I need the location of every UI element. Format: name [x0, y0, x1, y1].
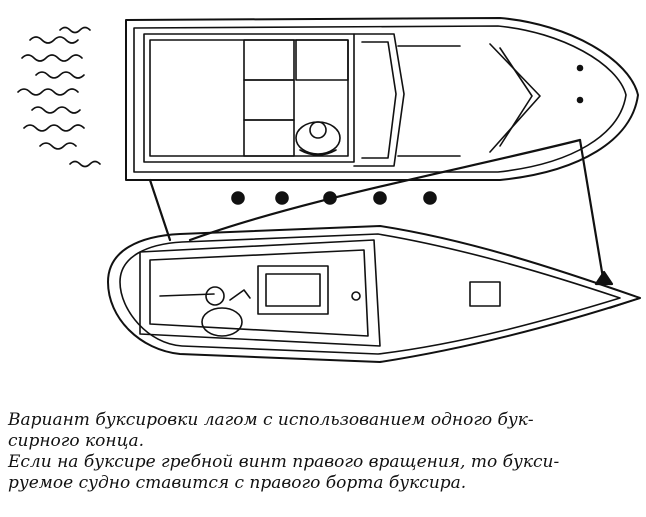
- water-wake: [18, 28, 100, 167]
- caption-line-4: руемое судно ставится с правого борта бу…: [8, 473, 467, 493]
- towed-sailboat: [108, 226, 640, 362]
- towing-illustration: [0, 0, 646, 400]
- tow-line: [150, 140, 612, 284]
- caption-line-2: сирного конца.: [8, 431, 144, 451]
- caption-line-1: Вариант буксировки лагом с использование…: [8, 410, 534, 430]
- fenders: [232, 192, 436, 204]
- towing-diagram-svg: [0, 0, 646, 400]
- caption-line-3: Если на буксире гребной винт правого вра…: [8, 452, 560, 472]
- figure-caption: Вариант буксировки лагом с использование…: [8, 410, 640, 494]
- towing-boat: [126, 18, 638, 180]
